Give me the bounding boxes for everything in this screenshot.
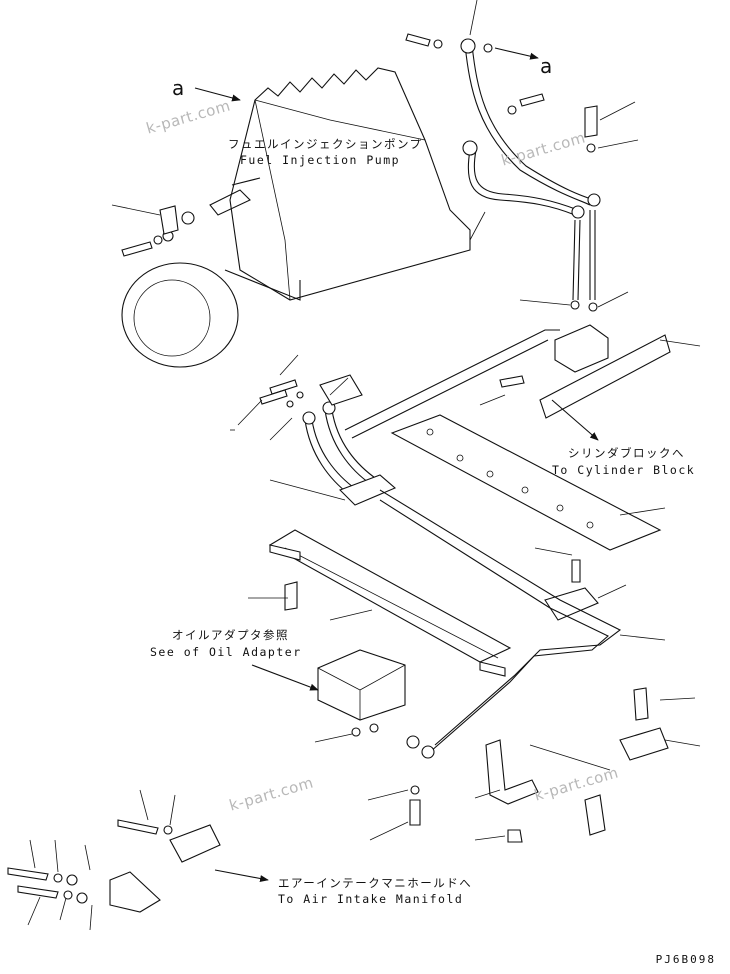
ref-mark-right: a	[540, 54, 553, 78]
top-fuel-pipes	[405, 33, 601, 312]
air-intake-pipe	[379, 489, 622, 759]
oil-adapter-label-jp: オイルアダプタ参照	[172, 628, 289, 642]
cylinder-block-label-jp: シリンダブロックへ	[568, 446, 685, 460]
upper-plate	[390, 414, 662, 583]
oil-adapter	[317, 649, 406, 737]
ref-mark-left: a	[172, 76, 185, 100]
air-intake-bracket	[7, 819, 221, 913]
oil-adapter-label-en: See of Oil Adapter	[150, 645, 302, 659]
fuel-injection-pump-label-jp: フュエルインジェクションポンプ	[228, 137, 423, 151]
fuel-injection-pump	[121, 67, 471, 368]
pump-bolt-set	[121, 205, 195, 257]
lower-rail	[268, 529, 512, 677]
cylinder-block-bracket	[499, 324, 671, 419]
air-intake-label-en: To Air Intake Manifold	[278, 892, 464, 906]
direction-arrows	[194, 47, 599, 882]
drawing-code: PJ6B098	[655, 953, 716, 966]
lower-bracket	[409, 739, 606, 843]
air-intake-label-jp: エアーインテークマニホールドへ	[278, 876, 473, 890]
leader-lines	[27, 0, 701, 931]
fuel-injection-pump-label-en: Fuel Injection Pump	[240, 153, 401, 167]
right-bracket	[619, 687, 669, 761]
return-tube	[344, 329, 560, 439]
cylinder-block-label-en: To Cylinder Block	[552, 463, 696, 477]
